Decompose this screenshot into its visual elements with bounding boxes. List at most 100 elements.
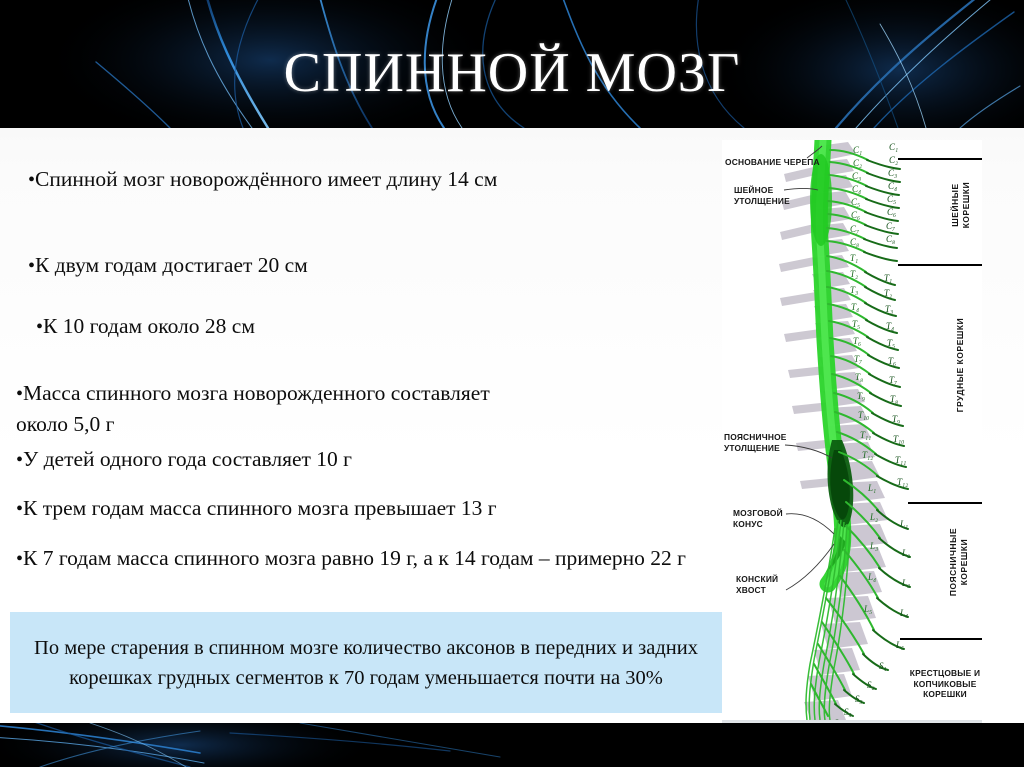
bullet-text: Масса спинного мозга новорожденного сост… [16,381,496,436]
highlight-note-box: По мере старения в спинном мозге количес… [10,612,722,713]
root-label-t3-inner: T₃ [850,285,859,295]
root-label-l1: L₁ [900,519,909,529]
root-label-l1-inner: L₁ [868,483,877,493]
root-label-l3-inner: L₃ [870,541,879,551]
root-label-t8: T₈ [890,394,899,404]
root-label-c7-inner: C₇ [850,224,860,234]
root-label-c6-inner: C₆ [851,210,861,220]
root-label-c5-inner: C₅ [851,197,861,207]
label-lumbar-enlargement: ПОЯСНИЧНОЕ УТОЛЩЕНИЕ [724,432,787,453]
root-label-t6: T₆ [888,356,897,366]
bullet-marker: • [16,548,24,570]
label-lumbar-roots: ПОЯСНИЧНЫЕ КОРЕШКИ [948,527,969,597]
root-label-t6-inner: T₆ [853,336,862,346]
label-cervical-enlargement: ШЕЙНОЕ УТОЛЩЕНИЕ [734,185,790,206]
bullet-text: К двум годам достигает 20 см [35,253,308,277]
root-label-c4-inner: C₄ [852,184,862,194]
bullet-marker: • [36,316,44,338]
root-label-t1: T₁ [884,273,893,283]
root-label-c4: C₄ [888,181,898,191]
root-label-s1: S₁ [879,661,887,671]
bullet-marker: • [16,383,24,405]
root-label-t12-inner: T₁₂ [862,450,874,460]
bullet-marker: • [28,255,36,277]
bullet-marker: • [28,169,36,191]
root-label-l3: L₃ [902,578,911,588]
blue-filaments-decoration [0,0,1024,128]
root-label-c6: C₆ [887,207,897,217]
spinal-cord-illustration [722,140,982,720]
bullet-text: У детей одного года составляет 10 г [23,447,352,471]
bullet-text: К 10 годам около 28 см [43,314,255,338]
blue-filaments-decoration-footer [0,723,1024,767]
root-label-c2-inner: C₂ [853,158,863,168]
label-sacral-coccygeal-roots: КРЕСТЦОВЫЕ И КОПЧИКОВЫЕ КОРЕШКИ [909,668,981,699]
root-label-l5-inner: L₅ [864,604,873,614]
root-label-t2: T₂ [884,288,893,298]
root-label-l4-inner: L₄ [868,572,877,582]
footer-band [0,723,1024,767]
root-label-t10-inner: T₁₀ [858,410,870,420]
root-label-l2-inner: L₂ [870,512,879,522]
root-label-c7: C₇ [886,221,896,231]
label-cauda-equina: КОНСКИЙ ХВОСТ [736,574,779,595]
root-label-c3: C₃ [888,168,898,178]
bullet-item: •Спинной мозг новорождённого имеет длину… [28,164,498,195]
root-label-l4: L₄ [900,608,909,618]
root-label-c1: C₁ [889,142,899,152]
root-label-t3: T₃ [885,304,894,314]
root-label-c8-inner: C₈ [850,237,860,247]
bullet-marker: • [16,498,24,520]
root-label-s5: S₅ [834,718,842,720]
group-rules [898,158,982,640]
root-label-t9: T₉ [892,414,901,424]
label-cervical-roots: ШЕЙНЫЕ КОРЕШКИ [950,181,971,229]
root-label-t11: T₁₁ [895,455,907,465]
label-thoracic-roots: ГРУДНЫЕ КОРЕШКИ [955,317,965,413]
cervical-roots-group [826,149,901,262]
root-label-t4: T₄ [886,321,895,331]
root-label-t1-inner: T₁ [850,253,859,263]
root-label-t11-inner: T₁₁ [860,430,872,440]
root-label-c1-inner: C₁ [853,145,863,155]
root-label-t10: T₁₀ [893,434,905,444]
root-label-c8: C₈ [886,234,896,244]
root-label-s2: S₂ [867,680,875,690]
bullet-text: К трем годам масса спинного мозга превыш… [23,496,497,520]
bullet-marker: • [16,449,24,471]
body-content: •Спинной мозг новорождённого имеет длину… [0,128,724,723]
cauda-equina-fibers [805,519,851,720]
root-label-s4: S₄ [844,707,852,717]
root-label-t12: T₁₂ [897,477,909,487]
root-label-l2: L₂ [902,548,911,558]
page-title: СПИННОЙ МОЗГ [283,42,741,104]
root-label-c2: C₂ [889,155,899,165]
thoracic-roots-group [826,255,909,490]
bullet-item: •К трем годам масса спинного мозга превы… [16,493,666,524]
root-label-c5: C₅ [887,194,897,204]
bullet-item: •К 10 годам около 28 см [36,311,506,342]
label-conus-medullaris: МОЗГОВОЙ КОНУС [733,508,783,529]
bullet-item: •Масса спинного мозга новорожденного сос… [16,378,536,439]
label-skull-base: ОСНОВАНИЕ ЧЕРЕПА [725,157,820,167]
root-label-t4-inner: T₄ [851,302,860,312]
note-text: По мере старения в спинном мозге количес… [34,636,698,689]
bullet-text: Спинной мозг новорождённого имеет длину … [35,167,498,191]
root-label-t5: T₅ [887,338,896,348]
bullet-item: •К двум годам достигает 20 см [28,250,498,281]
root-label-t5-inner: T₅ [852,319,861,329]
root-label-t8-inner: T₈ [855,372,864,382]
root-label-t7-inner: T₇ [854,354,863,364]
leader-lines [783,145,835,591]
root-label-s3: S₃ [855,694,863,704]
root-label-c3-inner: C₃ [852,171,862,181]
spinal-cord-figure: C₁ C₁ C₂ C₂ C₃ C₃ C₄ C₄ C₅ C₅ C₆ C₆ C₇ C… [722,140,982,720]
root-label-t2-inner: T₂ [850,269,859,279]
lumbar-roots-group [839,479,911,650]
root-label-t9-inner: T₉ [857,391,866,401]
bullet-item: •У детей одного года составляет 10 г [16,444,536,475]
sacral-roots-group [810,597,889,717]
bullet-item: •К 7 годам масса спинного мозга равно 19… [16,543,696,574]
root-label-t7: T₇ [889,375,898,385]
